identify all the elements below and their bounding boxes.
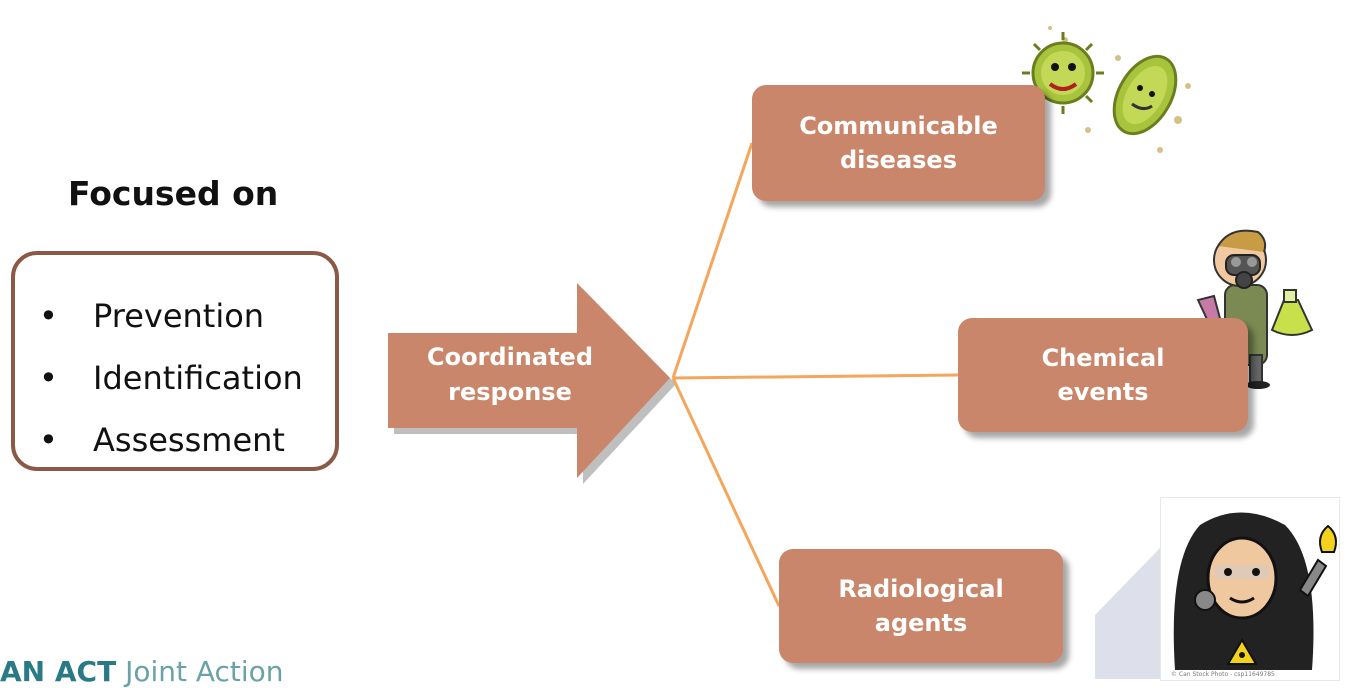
arrow-label-line1: Coordinated [426, 343, 594, 371]
target-radiological-agents: Radiological agents [779, 549, 1063, 663]
footer-bold: AN ACT [0, 655, 117, 688]
connector-lines [671, 142, 959, 607]
target-label-line1: Chemical [1041, 344, 1165, 372]
footer-rest: Joint Action [116, 655, 284, 688]
target-label-line1: Radiological [838, 575, 1004, 603]
germs-icon [1016, 26, 1191, 153]
focus-areas-box: Prevention Identification Assessment [11, 251, 339, 471]
focused-on-heading: Focused on [68, 174, 279, 213]
focus-item-assessment: Assessment [33, 409, 303, 471]
target-label-line2: diseases [839, 146, 957, 174]
arrow-label-line2: response [448, 378, 572, 406]
image-credit: © Can Stock Photo - csp11649785 [1171, 671, 1275, 678]
target-communicable-diseases: Communicable diseases [752, 85, 1045, 201]
target-chemical-events: Chemical events [958, 318, 1248, 432]
focus-item-identification: Identification [33, 347, 303, 409]
hazmat-image-card: © Can Stock Photo - csp11649785 [1160, 497, 1340, 681]
focus-item-prevention: Prevention [33, 285, 303, 347]
target-label-line1: Communicable [799, 112, 998, 140]
coordinated-response-arrow [388, 283, 670, 478]
hazmat-icon [1173, 512, 1337, 670]
shadow-band [1095, 548, 1160, 679]
coordinated-response-label: Coordinated response [395, 340, 625, 410]
footer-joint-action: AN ACT Joint Action [0, 657, 284, 687]
target-label-line2: agents [874, 609, 968, 637]
target-label-line2: events [1057, 378, 1149, 406]
focus-areas-list: Prevention Identification Assessment [33, 285, 303, 471]
